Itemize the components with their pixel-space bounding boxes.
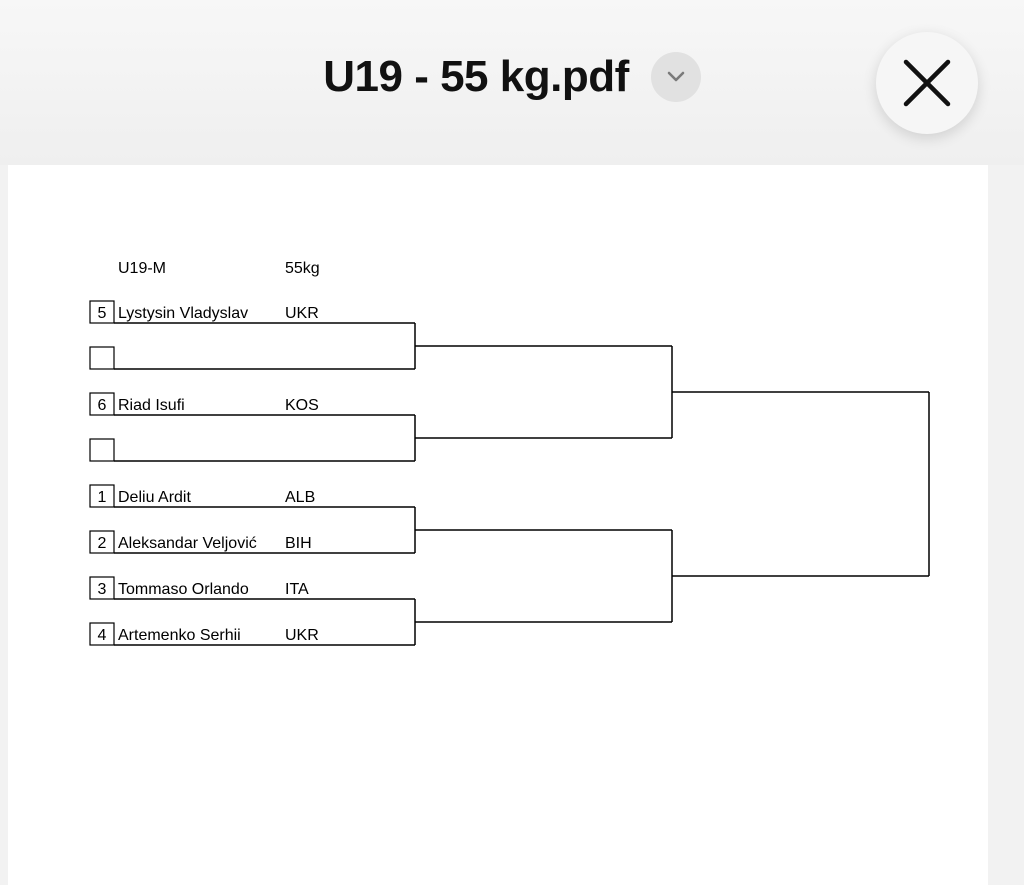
seed-number: 5 <box>98 305 107 322</box>
bracket-entry: 4 Artemenko Serhii UKR <box>89 622 415 646</box>
seed-box <box>89 346 115 370</box>
seed-box <box>89 622 115 646</box>
seed-number: 6 <box>98 397 107 414</box>
seed-box <box>89 484 115 508</box>
athlete-country: ALB <box>285 489 315 506</box>
bracket-entry: 5 Lystysin Vladyslav UKR <box>89 300 415 324</box>
close-button[interactable] <box>876 32 978 134</box>
athlete-name: Tommaso Orlando <box>118 581 249 598</box>
athlete-country: BIH <box>285 535 312 552</box>
bracket-entry: 1 Deliu Ardit ALB <box>89 484 415 508</box>
athlete-name: Lystysin Vladyslav <box>118 305 248 322</box>
weight-label: 55kg <box>285 260 320 277</box>
seed-box <box>89 300 115 324</box>
document-title: U19 - 55 kg.pdf <box>323 52 629 101</box>
athlete-country: UKR <box>285 627 319 644</box>
close-icon <box>903 59 951 107</box>
bracket-entry <box>89 346 415 370</box>
bracket-entry: 6 Riad Isufi KOS <box>89 392 415 416</box>
seed-box <box>89 530 115 554</box>
seed-number: 4 <box>98 627 107 644</box>
seed-box <box>89 438 115 462</box>
bracket-entry: 3 Tommaso Orlando ITA <box>89 576 415 600</box>
title-bar: U19 - 55 kg.pdf <box>0 52 1024 102</box>
athlete-country: UKR <box>285 305 319 322</box>
seed-number: 3 <box>98 581 107 598</box>
athlete-name: Deliu Ardit <box>118 489 191 506</box>
athlete-name: Artemenko Serhii <box>118 627 241 644</box>
bracket-entry: 2 Aleksandar Veljović BIH <box>89 530 415 554</box>
athlete-country: KOS <box>285 397 319 414</box>
seed-number: 1 <box>98 489 107 506</box>
bracket-entry <box>89 438 415 462</box>
seed-box <box>89 392 115 416</box>
chevron-down-icon <box>667 71 685 82</box>
category-label: U19-M <box>118 260 166 277</box>
seed-number: 2 <box>98 535 107 552</box>
viewer-header: U19 - 55 kg.pdf <box>0 0 1024 165</box>
bracket-lines <box>414 323 930 645</box>
title-menu-button[interactable] <box>650 52 701 102</box>
seed-box <box>89 576 115 600</box>
athlete-name: Aleksandar Veljović <box>118 535 257 552</box>
athlete-name: Riad Isufi <box>118 397 185 414</box>
athlete-country: ITA <box>285 581 309 598</box>
